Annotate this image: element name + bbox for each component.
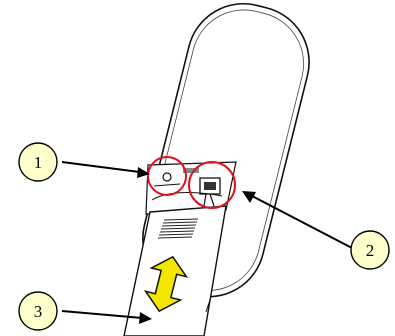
callout-1-label: 1 [34, 153, 43, 172]
battery-connector-pins [204, 182, 216, 190]
callout-1: 1 [18, 142, 58, 182]
callout-2: 2 [350, 230, 390, 270]
callout-3-circle [18, 291, 58, 331]
slide-direction-arrow [143, 255, 189, 313]
callout-3: 3 [18, 291, 58, 331]
leader-arrow-1 [61, 161, 150, 178]
compartment-marking [183, 168, 199, 173]
callout-1-circle [18, 142, 58, 182]
highlight-circle-1 [147, 156, 187, 196]
battery-clip [162, 172, 172, 182]
battery-cover-grip [157, 218, 199, 239]
highlight-circle-2 [188, 161, 236, 209]
leader-arrow-2 [242, 191, 353, 249]
callout-2-label: 2 [366, 241, 375, 260]
callout-3-label: 3 [34, 302, 43, 321]
callout-2-circle [350, 230, 390, 270]
battery-compartment [145, 161, 237, 215]
leader-arrow-3 [61, 310, 152, 324]
